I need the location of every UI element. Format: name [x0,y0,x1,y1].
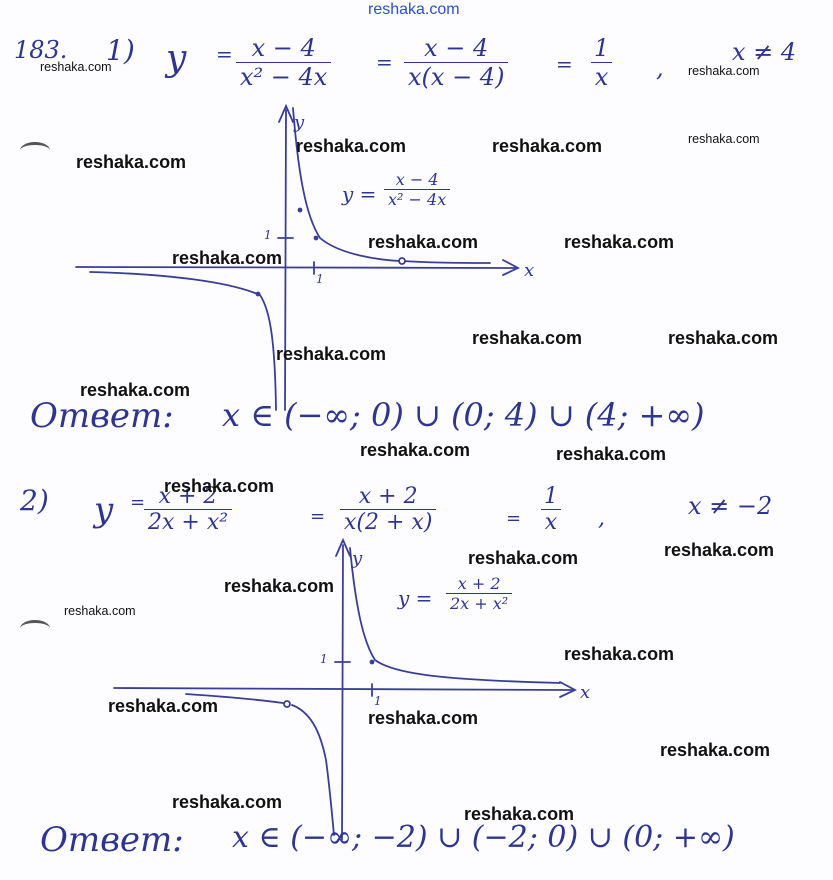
answer-label: Ответ: [40,820,184,860]
excluded-point [283,700,291,708]
watermark: reshaka.com [468,548,579,568]
fraction-denominator: x [590,62,613,91]
binder-hole-mark [20,142,50,159]
watermark: reshaka.com [688,132,760,146]
fraction-denominator: x(x − 4) [404,62,509,91]
graph-label-y: y = [398,586,433,610]
equals-sign: = [310,506,326,527]
excluded-point [398,257,406,265]
watermark: reshaka.com [172,792,283,812]
equals-sign: = [506,508,522,529]
watermark: reshaka.com [492,136,603,156]
watermark: reshaka.com [360,440,471,460]
answer-text: x ∈ (−∞; −2) ∪ (−2; 0) ∪ (0; +∞) [232,820,735,855]
equals-sign: = [376,50,393,74]
fraction-numerator: x + 2 [457,574,501,593]
y-axis-arrow [278,103,294,123]
fraction-denominator: 2x + x² [144,509,233,535]
domain-condition: x ≠ 4 [732,38,797,66]
answer-text: x ∈ (−∞; 0) ∪ (0; 4) ∪ (4; +∞) [222,396,705,434]
answer-label: Ответ: [30,396,174,436]
x-tick-label: 1 [316,272,324,286]
watermark: reshaka.com [64,604,136,618]
equals-sign: = [556,52,573,76]
fraction-numerator: x + 2 [358,484,418,509]
watermark: reshaka.com [276,344,387,364]
site-link[interactable]: reshaka.com [368,1,460,18]
x-axis-arrow [559,681,578,698]
y-axis-label: y [294,112,305,133]
fraction-factored: x − 4 x(x − 4) [404,34,509,91]
watermark: reshaka.com [668,328,779,348]
watermark: reshaka.com [472,328,583,348]
x-axis-label: x [524,260,535,281]
fraction-numerator: 1 [594,34,610,62]
fraction-denominator: x² − 4x [236,62,332,91]
fraction-denominator: x [540,509,562,535]
y-tick-label: 1 [320,652,328,666]
function-y: y [94,490,114,530]
watermark: reshaka.com [80,380,191,400]
fraction-numerator: x − 4 [251,34,316,62]
equals-sign: = [216,42,233,66]
watermark: reshaka.com [40,60,112,74]
fraction-factored: x + 2 x(2 + x) [340,484,437,535]
watermark: reshaka.com [296,136,407,156]
watermark: reshaka.com [660,740,771,760]
hyperbola-branch-left [291,704,335,836]
fraction-simplified: 1 x [540,484,562,535]
binder-hole-mark [20,620,50,637]
y-axis-label: y [352,548,363,569]
y-axis-arrow [335,537,351,557]
x-axis [75,266,516,269]
watermark: reshaka.com [108,696,219,716]
fraction-numerator: x − 4 [424,34,489,62]
watermark: reshaka.com [464,804,575,824]
watermark: reshaka.com [688,64,760,78]
watermark: reshaka.com [172,248,283,268]
y-tick-label: 1 [264,228,272,242]
x-axis-arrow [502,259,521,276]
x-axis [113,687,573,691]
item-1-label: 1) [106,34,135,67]
watermark: reshaka.com [556,444,667,464]
watermark: reshaka.com [564,232,675,252]
fraction-denominator: 2x + x² [446,593,513,613]
equals-sign: = [130,492,146,513]
watermark: reshaka.com [76,152,187,172]
item-2-label: 2) [20,484,49,517]
x-tick-label: 1 [374,694,382,708]
y-axis [284,109,287,411]
watermark: reshaka.com [368,708,479,728]
fraction-numerator: x − 4 [395,170,439,189]
function-y: y [166,38,187,79]
watermark: reshaka.com [368,232,479,252]
x-axis-label: x [580,682,591,703]
hyperbola-branch-right-tail [403,260,491,264]
watermark: reshaka.com [564,644,675,664]
graph-label-y: y = [342,182,377,206]
fraction-original: x − 4 x² − 4x [236,34,332,91]
domain-condition: x ≠ −2 [688,492,773,520]
watermark: reshaka.com [164,476,275,496]
fraction-denominator: x(2 + x) [340,509,437,535]
watermark: reshaka.com [224,576,335,596]
fraction-numerator: x + 2 [158,484,218,509]
fraction-simplified: 1 x [590,34,613,91]
graph-label-fraction: x − 4 x² − 4x [384,170,451,209]
fraction-original: x + 2 2x + x² [144,484,233,535]
fraction-denominator: x² − 4x [384,189,451,209]
y-axis [341,544,344,841]
problem-number: 183. [14,36,68,64]
fraction-numerator: 1 [544,484,558,509]
graph-label-fraction: x + 2 2x + x² [446,574,513,613]
watermark: reshaka.com [664,540,775,560]
